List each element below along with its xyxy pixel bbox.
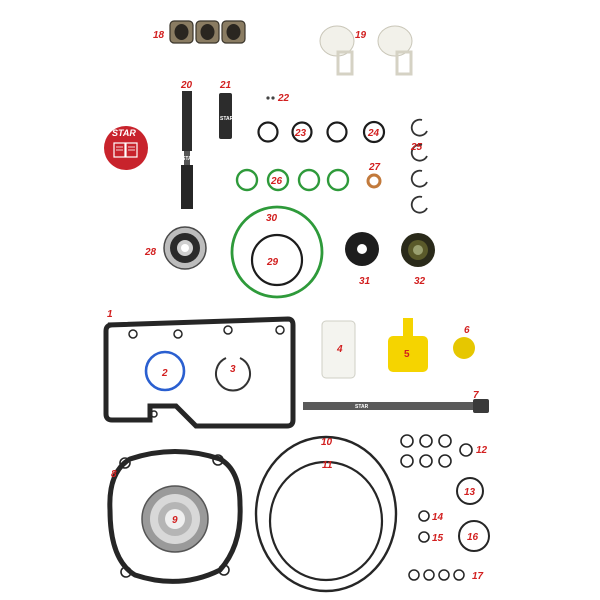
part-8-gasket (107, 449, 243, 584)
part-12-o-rings (400, 434, 473, 468)
part-28-ball-bearing (163, 226, 207, 270)
label-8: 8 (111, 469, 117, 480)
part-5-yellow-cap (388, 318, 428, 372)
label-12: 12 (476, 445, 488, 456)
part-9-seal (141, 485, 209, 553)
label-27: 27 (368, 162, 381, 173)
label-31: 31 (359, 276, 371, 287)
shaft-20-mark: STAR (182, 156, 196, 162)
label-32: 32 (414, 276, 426, 287)
brand-name: STAR (112, 128, 136, 138)
label-21: 21 (219, 80, 232, 91)
part-27-copper-washer (366, 173, 382, 189)
part-32-oil-seal (401, 233, 435, 267)
part-31-seal (345, 232, 379, 266)
label-20: 20 (180, 80, 193, 91)
label-23: 23 (294, 128, 307, 139)
part-22-balls (266, 96, 275, 100)
part-3-snap-ring (215, 357, 251, 392)
part-18-needle-bearings (169, 20, 246, 44)
label-18: 18 (153, 30, 165, 41)
part-24-o-ring (362, 120, 386, 144)
part-30-green-o-ring (230, 205, 324, 299)
label-16: 16 (467, 532, 479, 543)
label-14: 14 (432, 512, 444, 523)
book-icon (113, 142, 138, 158)
label-9: 9 (172, 515, 178, 526)
label-19: 19 (355, 30, 367, 41)
label-13: 13 (464, 487, 476, 498)
part-23-o-rings (257, 121, 348, 143)
part-15-o-ring (418, 531, 430, 543)
label-2: 2 (161, 368, 168, 379)
part-14-o-ring (418, 510, 430, 522)
part-17-o-rings (408, 569, 465, 581)
label-26: 26 (270, 176, 283, 187)
pin-21-mark: STAR (220, 116, 234, 122)
part-16-o-ring (458, 520, 490, 552)
part-29-o-ring (250, 233, 304, 287)
part-21-pin: STAR (219, 93, 234, 139)
part-26-green-o-rings (235, 168, 350, 192)
bolt-mark: STAR (355, 404, 369, 410)
label-28: 28 (144, 247, 157, 258)
star-badge: STAR (104, 126, 148, 170)
part-10-o-ring (254, 435, 398, 593)
label-4: 4 (336, 344, 343, 355)
label-15: 15 (432, 533, 444, 544)
label-3: 3 (230, 364, 236, 375)
part-2-blue-o-ring (144, 350, 186, 392)
label-6: 6 (464, 325, 470, 336)
label-25: 25 (410, 142, 423, 153)
label-17: 17 (472, 571, 484, 582)
part-6-yellow-cap (453, 337, 475, 359)
label-22: 22 (277, 93, 290, 104)
part-13-o-ring (456, 477, 484, 505)
label-7: 7 (473, 390, 479, 401)
part-4-sleeve (321, 320, 356, 379)
label-11: 11 (322, 460, 333, 471)
part-19-white-clips (319, 25, 413, 76)
part-25-circlips (410, 118, 428, 214)
label-30: 30 (266, 213, 278, 224)
label-24: 24 (367, 128, 380, 139)
part-20-shaft: STAR (181, 91, 196, 209)
label-29: 29 (266, 257, 279, 268)
part-1-gasket (103, 316, 296, 429)
part-7-bolt: STAR (303, 399, 489, 413)
part-11-o-ring (268, 460, 384, 582)
label-10: 10 (321, 437, 333, 448)
label-1: 1 (107, 309, 113, 320)
label-5: 5 (404, 349, 410, 360)
